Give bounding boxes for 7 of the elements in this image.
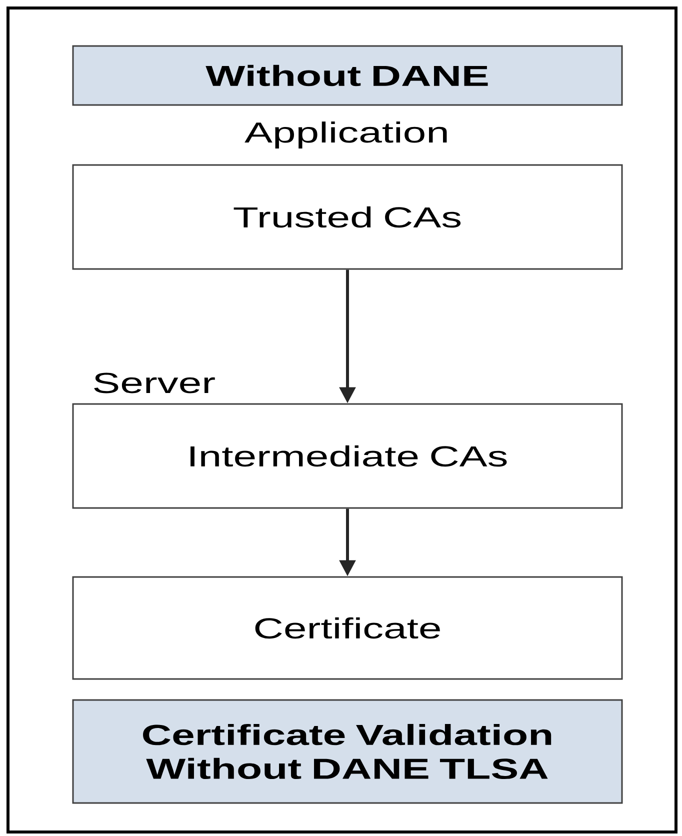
process-box: Certificate — [72, 576, 623, 680]
heading-label: Application — [244, 122, 447, 148]
banner-box: Certificate Validation Without DANE TLSA — [72, 699, 623, 804]
process-box: Trusted CAs — [72, 164, 623, 270]
heading-label: Server — [94, 372, 215, 394]
banner-box: Without DANE — [72, 45, 623, 106]
process-box: Intermediate CAs — [72, 403, 623, 509]
